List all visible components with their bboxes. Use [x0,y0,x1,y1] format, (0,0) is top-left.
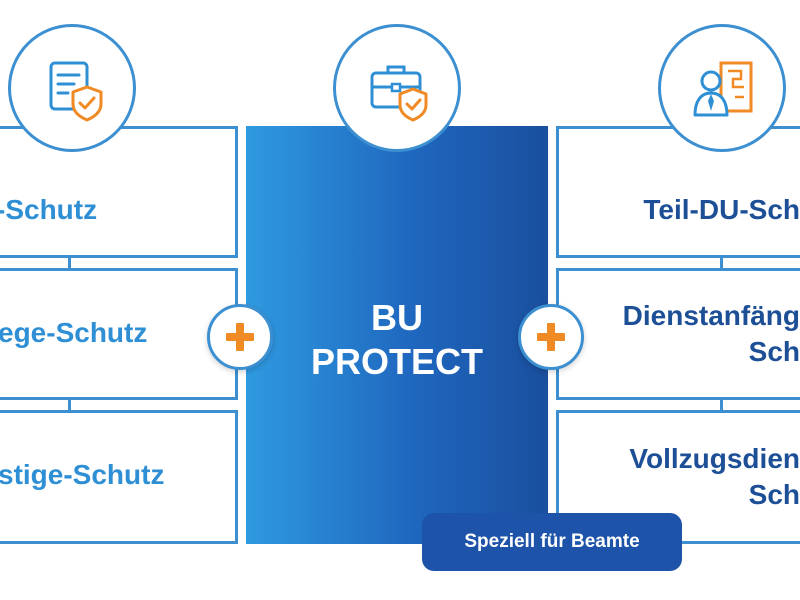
right-item-3-line-1: Vollzugsdien [629,443,800,474]
left-connector-1 [68,256,71,270]
left-connector-2 [68,398,71,412]
center-block: BU PROTECT [246,126,548,544]
center-icon-circle [333,24,461,152]
left-item-3-label: stige-Schutz [0,459,165,490]
left-item-1-label: -Schutz [0,194,98,225]
right-icon-circle [658,24,786,152]
beamte-badge: Speziell für Beamte [422,513,682,571]
plus-icon [226,323,254,351]
left-icon-circle [8,24,136,152]
right-item-3-label: Vollzugsdien Sch [629,441,800,514]
person-document-icon [693,61,753,117]
left-plus-circle [207,304,273,370]
right-connector-2 [720,398,723,412]
right-plus-circle [518,304,584,370]
left-panel-3 [0,410,238,544]
center-title-line-1: BU [371,297,423,338]
right-item-2-line-2: Sch [748,336,800,368]
right-item-1-text: Teil-DU-Sch [643,194,800,225]
right-item-2-label: Dienstanfäng Sch [623,298,800,371]
right-panel-2 [556,268,800,400]
left-panel-2 [0,268,238,400]
right-item-3-line-2: Sch [748,479,800,511]
plus-icon [537,323,565,351]
right-panel-1 [556,126,800,258]
document-shield-icon [49,61,103,122]
right-item-1-label: Teil-DU-Sch [643,192,800,228]
center-title-line-2: PROTECT [310,341,483,382]
right-connector-1 [720,256,723,270]
right-item-2-line-1: Dienstanfäng [622,300,800,331]
left-item-2-label: ege-Schutz [0,317,148,348]
briefcase-shield-icon [370,65,428,122]
